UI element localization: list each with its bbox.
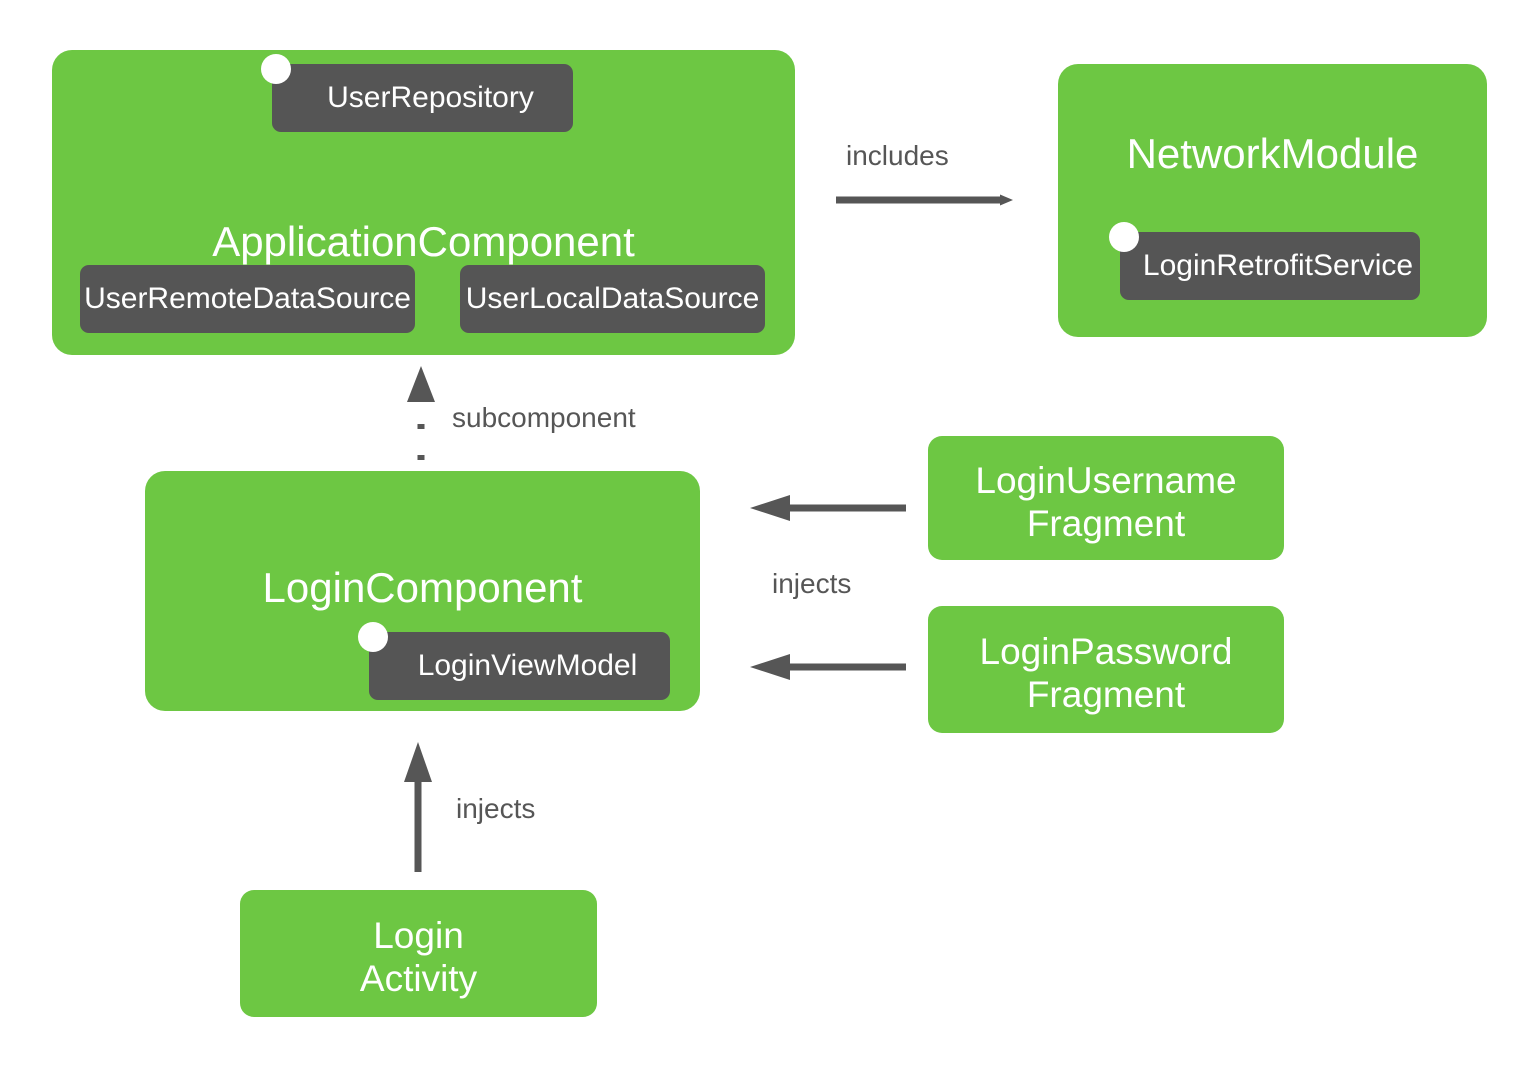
login-username-fragment-label: LoginUsername Fragment bbox=[975, 460, 1237, 544]
edge-injects-password bbox=[750, 654, 906, 680]
binding-dot-icon bbox=[261, 54, 291, 84]
edge-label-includes: includes bbox=[846, 140, 949, 171]
binding-user-local-data-source[interactable]: UserLocalDataSource bbox=[460, 265, 765, 333]
node-login-username-fragment[interactable]: LoginUsername Fragment bbox=[928, 436, 1284, 560]
node-login-activity[interactable]: Login Activity bbox=[240, 890, 597, 1017]
edge-injects-activity bbox=[404, 742, 432, 872]
edge-subcomponent bbox=[407, 366, 435, 460]
network-module-title: NetworkModule bbox=[1126, 130, 1419, 177]
binding-dot-icon bbox=[1109, 222, 1139, 252]
binding-login-retrofit-service-label: LoginRetrofitService bbox=[1142, 249, 1414, 282]
login-component-title: LoginComponent bbox=[262, 564, 583, 611]
login-password-fragment-label: LoginPassword Fragment bbox=[979, 631, 1233, 715]
node-network-module[interactable]: NetworkModule LoginRetrofitService bbox=[1058, 64, 1487, 337]
binding-user-remote-data-source-label: UserRemoteDataSource bbox=[84, 282, 411, 315]
edge-injects-username bbox=[750, 495, 906, 521]
edge-label-injects-fragments: injects bbox=[772, 568, 852, 599]
binding-login-retrofit-service[interactable]: LoginRetrofitService bbox=[1109, 222, 1420, 300]
binding-login-view-model[interactable]: LoginViewModel bbox=[358, 622, 670, 700]
binding-user-local-data-source-label: UserLocalDataSource bbox=[465, 282, 760, 315]
binding-dot-icon bbox=[358, 622, 388, 652]
binding-user-repository-label: UserRepository bbox=[327, 81, 534, 114]
node-login-component[interactable]: LoginComponent LoginViewModel bbox=[145, 471, 700, 711]
edge-label-injects-activity: injects bbox=[456, 793, 536, 824]
binding-user-repository[interactable]: UserRepository bbox=[261, 54, 573, 132]
binding-user-remote-data-source[interactable]: UserRemoteDataSource bbox=[80, 265, 415, 333]
login-activity-label: Login Activity bbox=[359, 915, 478, 999]
node-login-password-fragment[interactable]: LoginPassword Fragment bbox=[928, 606, 1284, 733]
binding-login-view-model-label: LoginViewModel bbox=[417, 649, 638, 682]
node-application-component[interactable]: ApplicationComponent UserRepository User… bbox=[52, 50, 795, 355]
edge-label-subcomponent: subcomponent bbox=[452, 402, 636, 433]
application-component-title: ApplicationComponent bbox=[212, 218, 635, 265]
